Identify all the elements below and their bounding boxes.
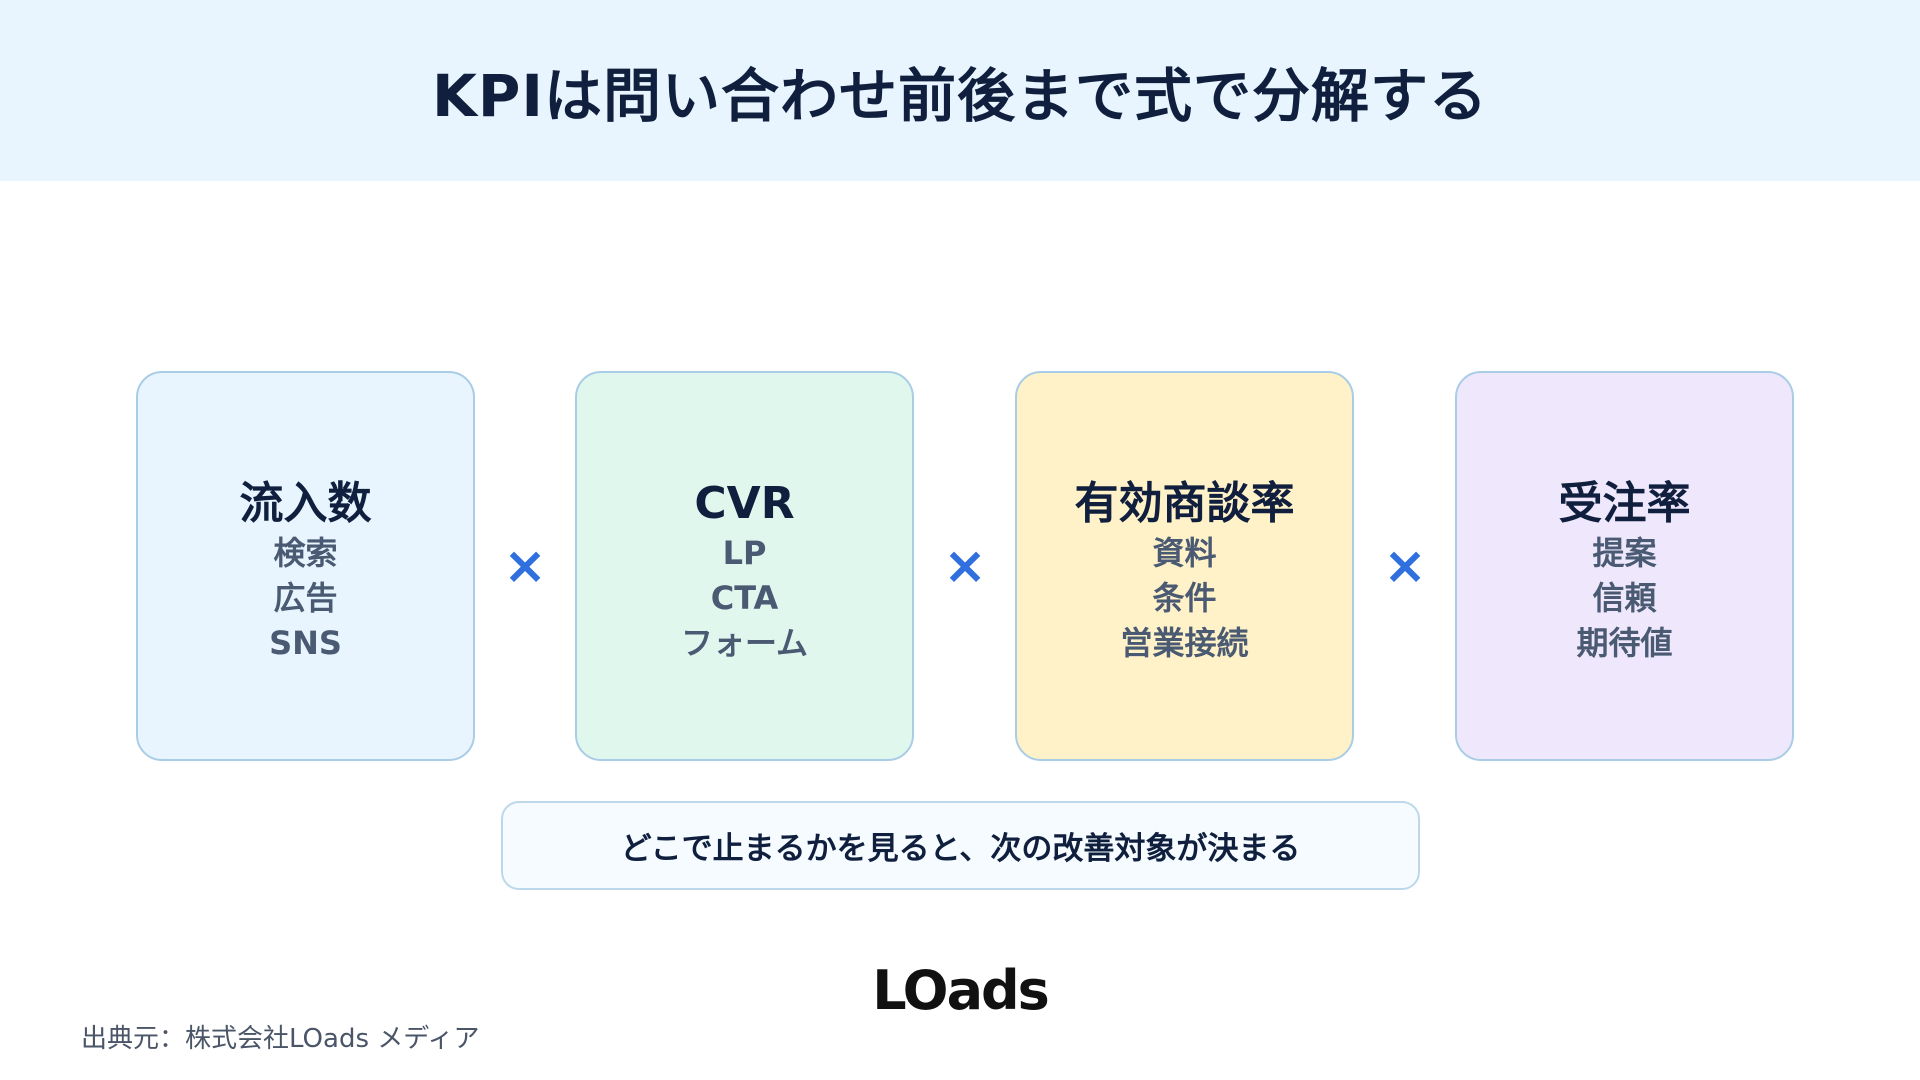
multiply-operator: × — [1383, 536, 1427, 596]
company-logo: LOads — [872, 958, 1050, 1022]
kpi-formula: 流入数 検索 広告 SNS × CVR LP CTA フォーム × 有効商談率 … — [136, 371, 1796, 761]
kpi-box-title: CVR — [694, 477, 795, 529]
kpi-box-item: 条件 — [1152, 578, 1217, 617]
header-banner: KPIは問い合わせ前後まで式で分解する — [0, 0, 1920, 181]
kpi-box-item: SNS — [269, 623, 342, 662]
kpi-box-title: 流入数 — [239, 477, 372, 529]
kpi-box-item: 信頼 — [1592, 578, 1657, 617]
kpi-box-win-rate: 受注率 提案 信頼 期待値 — [1455, 371, 1794, 761]
kpi-box-item: LP — [722, 533, 767, 572]
kpi-box-item: フォーム — [680, 623, 809, 662]
insight-note: どこで止まるかを見ると、次の改善対象が決まる — [501, 801, 1420, 890]
multiply-operator: × — [503, 536, 547, 596]
kpi-box-title: 受注率 — [1558, 477, 1691, 529]
kpi-box-valid-meeting-rate: 有効商談率 資料 条件 営業接続 — [1015, 371, 1354, 761]
kpi-box-inflow: 流入数 検索 広告 SNS — [136, 371, 475, 761]
kpi-box-item: 期待値 — [1576, 623, 1673, 662]
kpi-box-cvr: CVR LP CTA フォーム — [575, 371, 914, 761]
kpi-box-item: CTA — [710, 578, 779, 617]
multiply-operator: × — [943, 536, 987, 596]
kpi-box-item: 広告 — [273, 578, 338, 617]
source-credit: 出典元：株式会社LOads メディア — [81, 1024, 480, 1054]
kpi-box-item: 提案 — [1592, 533, 1657, 572]
kpi-box-item: 営業接続 — [1120, 623, 1249, 662]
kpi-box-title: 有効商談率 — [1074, 477, 1295, 529]
page-title: KPIは問い合わせ前後まで式で分解する — [431, 61, 1489, 130]
kpi-box-item: 検索 — [273, 533, 338, 572]
kpi-box-item: 資料 — [1152, 533, 1217, 572]
